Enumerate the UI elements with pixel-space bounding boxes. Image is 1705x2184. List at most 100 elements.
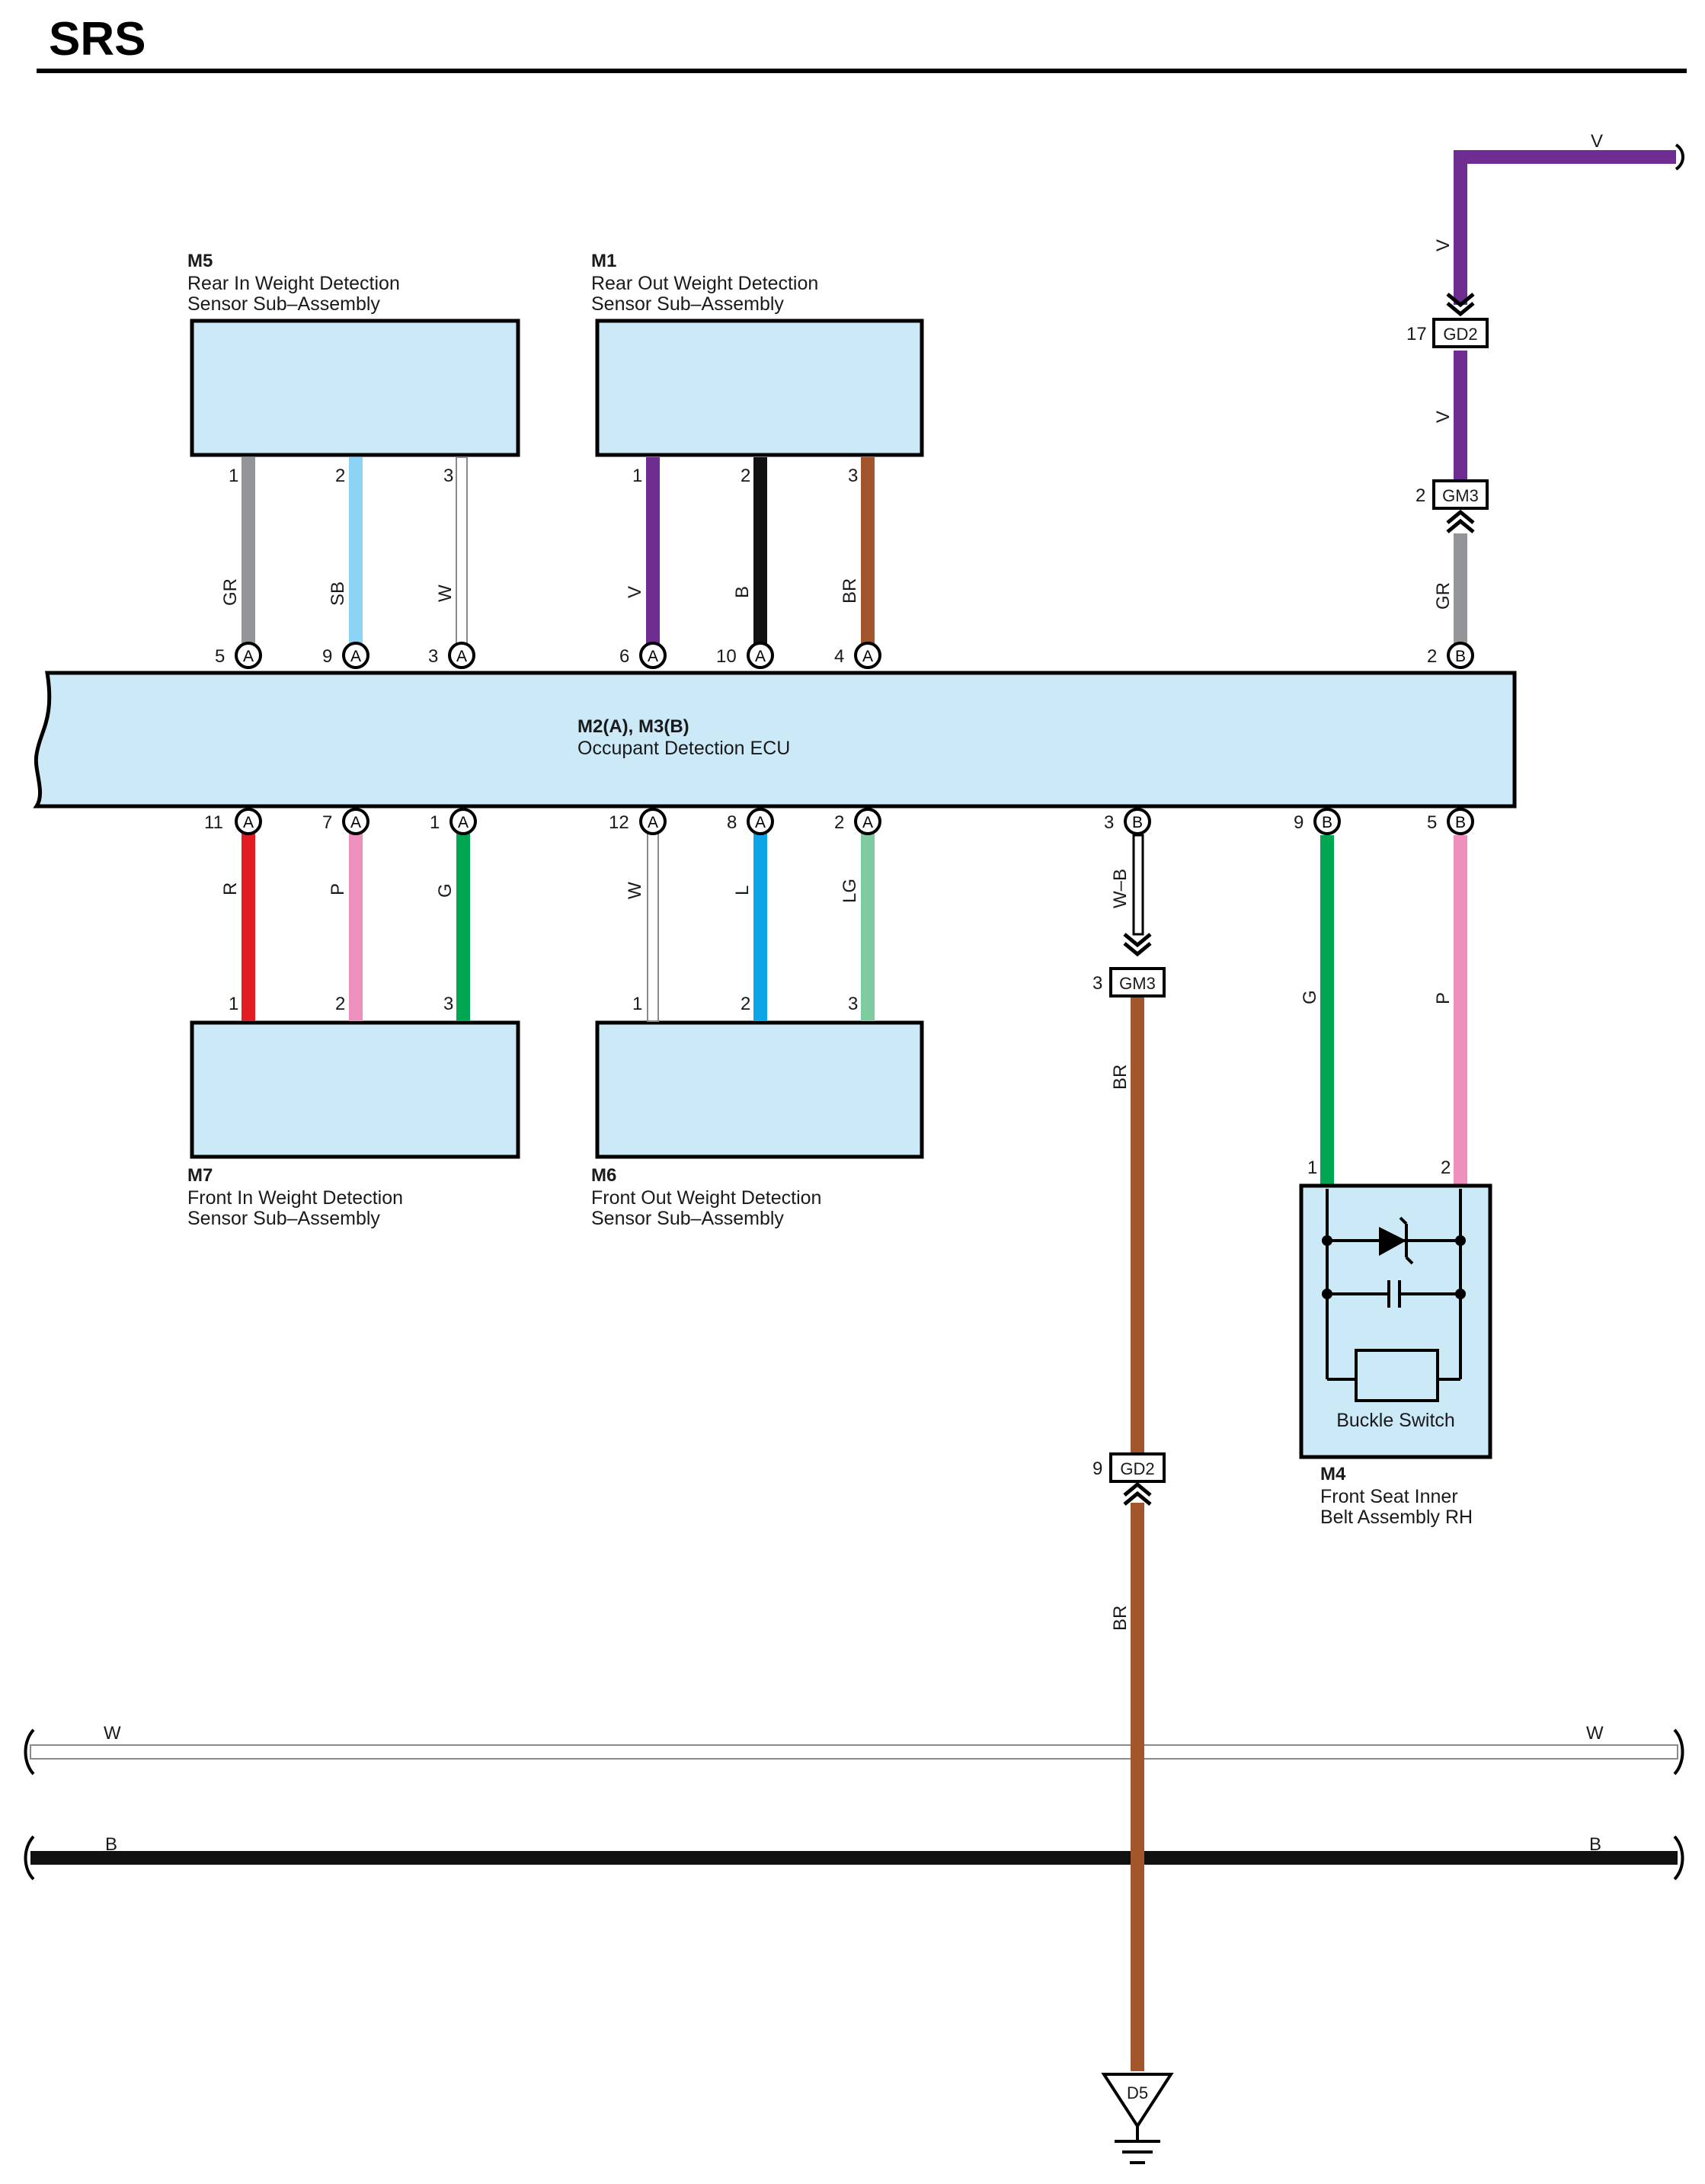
ecu-name: Occupant Detection ECU	[577, 738, 790, 759]
lbl-m5-3: W	[435, 584, 456, 602]
svg-text:A: A	[243, 648, 254, 665]
connector-gm3-top: GM3 2	[1416, 479, 1489, 533]
bus-b-right: B	[1589, 1834, 1601, 1855]
term-b3: B3	[1104, 808, 1151, 835]
term-a5: A5	[215, 642, 262, 669]
wire-m6-1-w	[647, 830, 659, 1022]
ecu-lower-terminals: A11 A7 A1 A12 A8 A2 B3 B9 B5	[204, 808, 1474, 835]
svg-text:A: A	[458, 814, 469, 831]
lbl-gnd-br-2: BR	[1110, 1606, 1131, 1631]
lbl-m1-3: BR	[840, 578, 860, 604]
m6-sensor-box	[595, 1020, 924, 1159]
wire-m5-3-w	[456, 456, 468, 647]
lbl-m4-2: P	[1433, 992, 1454, 1004]
lower-sensor-pins: 1 2 3 1 2 3	[229, 994, 858, 1014]
svg-text:2: 2	[834, 812, 844, 833]
lbl-m6-3: LG	[840, 879, 860, 903]
svg-text:A: A	[648, 814, 658, 831]
m6-code: M6	[591, 1165, 616, 1186]
power-wire-labels: V V V GR	[1433, 131, 1603, 610]
gd2-mid-id: GD2	[1120, 1459, 1154, 1478]
gd2-top-pin: 17	[1406, 324, 1427, 344]
lbl-m5-1: GR	[220, 578, 241, 606]
term-a11: A11	[204, 808, 262, 835]
m5-pin-2: 2	[335, 466, 345, 486]
power-circuit	[1454, 143, 1684, 646]
svg-text:9: 9	[1294, 812, 1304, 833]
lower-wires	[242, 830, 875, 1022]
svg-text:B: B	[1455, 648, 1466, 665]
svg-text:A: A	[862, 648, 873, 665]
m4-pins: 1 2	[1307, 1158, 1451, 1178]
gm3-mid-pin: 3	[1092, 973, 1102, 994]
lbl-m7-3: G	[435, 883, 456, 898]
term-a6: A6	[619, 642, 667, 669]
zener-diode-icon	[1379, 1227, 1406, 1256]
lower-wire-labels: R P G W L LG	[220, 879, 860, 903]
svg-text:7: 7	[322, 812, 332, 833]
bus-b-left: B	[105, 1834, 117, 1855]
svg-text:B: B	[1455, 814, 1466, 831]
m1-label: M1 Rear Out Weight Detection Sensor Sub–…	[591, 251, 818, 315]
m5-sensor-box	[190, 319, 520, 457]
term-a2: A2	[834, 808, 881, 835]
m5-code: M5	[187, 251, 213, 271]
lbl-pwr-top: V	[1591, 131, 1603, 152]
term-a4: A4	[834, 642, 881, 669]
m4-pin-1: 1	[1307, 1158, 1317, 1178]
svg-text:A: A	[456, 648, 467, 665]
m1-pin-1: 1	[632, 466, 642, 486]
upper-sensor-pins: 1 2 3 1 2 3	[229, 466, 858, 486]
ground-wire-labels: W–B BR BR	[1110, 869, 1131, 1631]
m7-code: M7	[187, 1165, 213, 1186]
m1-code: M1	[591, 251, 616, 271]
lbl-m6-1: W	[625, 882, 645, 899]
svg-text:A: A	[648, 648, 658, 665]
svg-text:A: A	[755, 814, 766, 831]
m4-wires	[1320, 835, 1467, 1186]
term-a7: A7	[322, 808, 369, 835]
svg-text:9: 9	[322, 646, 332, 667]
term-a1: A1	[430, 808, 477, 835]
ground-circuit	[1131, 834, 1144, 2071]
gm3-top-pin: 2	[1416, 485, 1425, 506]
m5-label: M5 Rear In Weight Detection Sensor Sub–A…	[187, 251, 400, 315]
m6-pin-2: 2	[741, 994, 750, 1014]
bus-w-left: W	[104, 1723, 121, 1744]
ecu-code: M2(A), M3(B)	[577, 716, 689, 737]
term-a8: A8	[727, 808, 774, 835]
m6-name-2: Sensor Sub–Assembly	[591, 1208, 784, 1229]
svg-text:6: 6	[619, 646, 629, 667]
term-b2: B2	[1427, 642, 1474, 669]
buckle-switch-element	[1355, 1349, 1439, 1402]
ecu-body	[33, 671, 1517, 809]
svg-text:B: B	[1322, 814, 1332, 831]
svg-text:A: A	[350, 648, 361, 665]
m1-pin-3: 3	[848, 466, 858, 486]
gm3-mid-id: GM3	[1119, 974, 1156, 993]
svg-text:3: 3	[428, 646, 438, 667]
svg-text:3: 3	[1104, 812, 1114, 833]
m7-name-2: Sensor Sub–Assembly	[187, 1208, 380, 1229]
svg-text:5: 5	[1427, 812, 1437, 833]
svg-text:A: A	[755, 648, 766, 665]
ground-id: D5	[1127, 2083, 1148, 2102]
svg-text:A: A	[862, 814, 873, 831]
m7-pin-2: 2	[335, 994, 345, 1014]
gm3-top-id: GM3	[1442, 486, 1479, 505]
svg-text:A: A	[243, 814, 254, 831]
lbl-m7-2: P	[328, 883, 348, 895]
lbl-gnd-wb: W–B	[1110, 869, 1131, 908]
m7-name-1: Front In Weight Detection	[187, 1187, 403, 1209]
lbl-m5-2: SB	[328, 581, 348, 606]
lbl-m7-1: R	[220, 882, 241, 895]
term-a3: A3	[428, 642, 475, 669]
m6-label: M6 Front Out Weight Detection Sensor Sub…	[591, 1165, 821, 1229]
connector-gd2-top: GD2 17	[1406, 293, 1489, 348]
buckle-switch-label: Buckle Switch	[1336, 1410, 1455, 1431]
wire-break-top	[1675, 143, 1684, 171]
m4-switch-box: Buckle Switch	[1299, 1183, 1492, 1459]
ecu-label: M2(A), M3(B) Occupant Detection ECU	[577, 716, 790, 759]
lbl-gnd-br-1: BR	[1110, 1065, 1131, 1090]
